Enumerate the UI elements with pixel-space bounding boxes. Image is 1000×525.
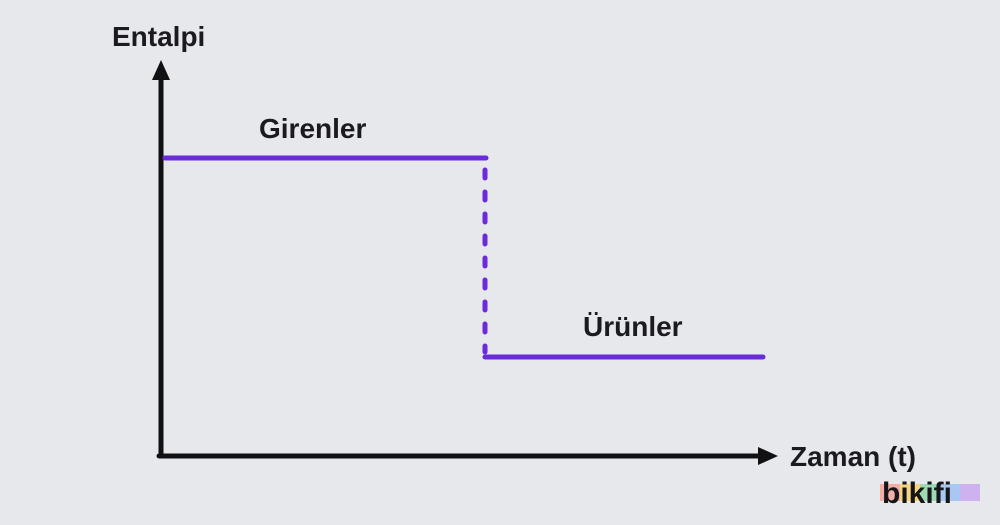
x-axis-arrow-icon xyxy=(758,447,778,465)
bikifi-logo: bikifi xyxy=(880,477,980,510)
x-axis-label: Zaman (t) xyxy=(790,441,916,472)
logo-stripe-1 xyxy=(880,484,900,501)
y-axis-arrow-icon xyxy=(152,60,170,80)
logo-text: bikifi xyxy=(882,477,952,510)
logo-stripe-4 xyxy=(940,484,960,501)
products-label: Ürünler xyxy=(583,311,683,342)
logo-stripe-2 xyxy=(900,484,920,501)
y-axis-label: Entalpi xyxy=(112,21,205,52)
logo-stripe-3 xyxy=(920,484,940,501)
logo-stripe-5 xyxy=(960,484,980,501)
reactants-label: Girenler xyxy=(259,113,366,144)
